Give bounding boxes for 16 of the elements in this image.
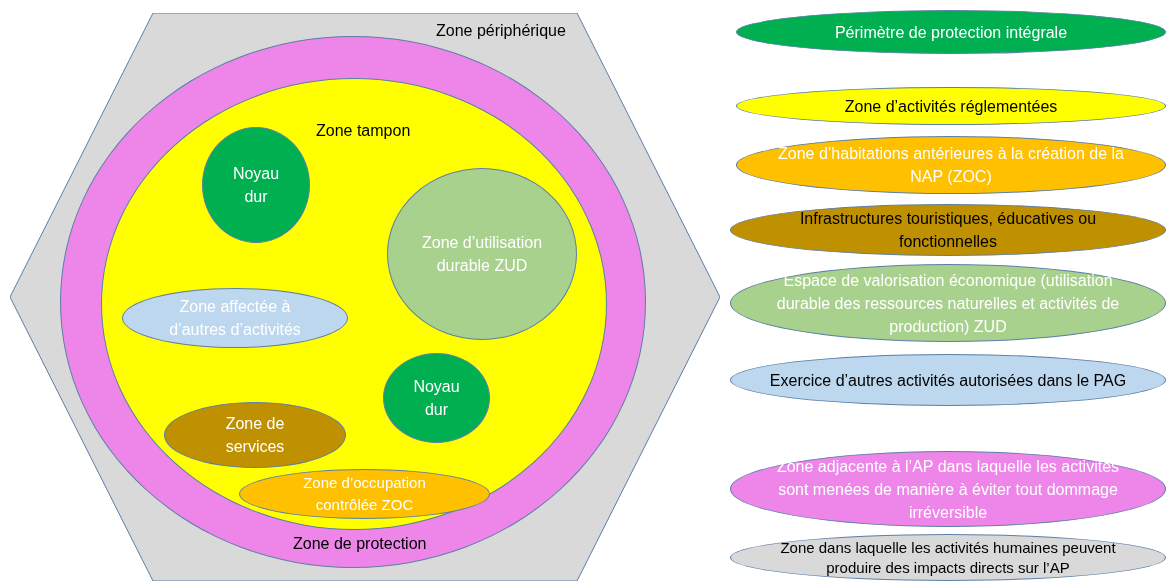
- zone-label: Périmètre de protection intégrale: [833, 22, 1069, 43]
- zone-label: Infrastructures touristiques, éducatives ou fonctionnelles: [798, 209, 1098, 252]
- zone-label: Noyau dur: [231, 164, 281, 207]
- zone-label: Zone d’activités réglementées: [843, 96, 1059, 117]
- zone-label: Zone dans laquelle les activités humaines peuvent produire des impacts directs sur l’AP: [779, 537, 1117, 578]
- zone-label: Zone d’habitations antérieures à la création de la NAP (ZOC): [777, 144, 1125, 187]
- zone-label: Zone périphérique: [436, 21, 566, 41]
- zone-label: Zone d’utilisation durable ZUD: [420, 233, 544, 276]
- zone-label: Exercice d’autres activités autorisées dans le PAG: [768, 370, 1128, 391]
- zone-label: Zone de services: [224, 414, 286, 457]
- zone-label: Zone tampon: [316, 121, 411, 141]
- zone-label: Noyau dur: [412, 377, 461, 420]
- hexagon-zone: [10, 13, 720, 581]
- zone-label: Zone affectée à d’autres d’activités: [168, 297, 302, 340]
- zone-label: Zone de protection: [293, 534, 427, 554]
- zone-label: Zone d’occupation contrôlée ZOC: [302, 473, 427, 515]
